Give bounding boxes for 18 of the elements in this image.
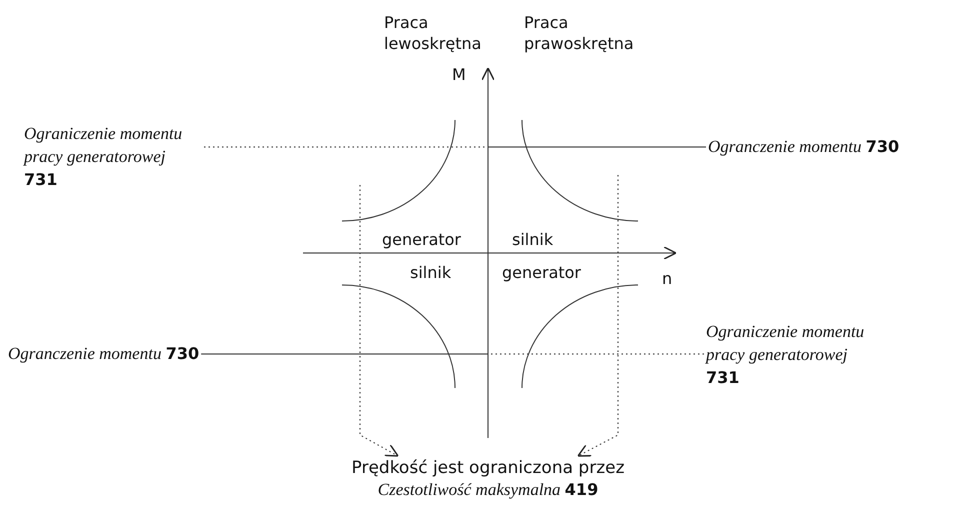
note-text: Prędkość jest ograniczona przez xyxy=(352,458,624,478)
axis-label: M xyxy=(452,64,466,85)
quadrant-label: generator xyxy=(382,229,462,250)
arrow xyxy=(577,174,618,457)
limit-label: Ogranczenie momentu 730 xyxy=(8,343,200,365)
quadrant-label: generator xyxy=(502,262,582,283)
arrow xyxy=(360,184,399,457)
limit-label: Ogranczenie momentu 730 xyxy=(708,136,900,158)
leader-line xyxy=(488,146,706,148)
quadrant-label: silnik xyxy=(512,229,554,250)
limit-label: Czestotliwość maksymalna 419 xyxy=(378,479,598,501)
limit-label: Ograniczenie momentu pracy generatorowej 731 xyxy=(706,321,866,389)
direction-label: Praca lewoskrętna xyxy=(384,12,482,54)
quadrant-label: silnik xyxy=(410,262,452,283)
torque-axis xyxy=(481,67,495,438)
limit-label: Ograniczenie momentu pracy generatorowej 731 xyxy=(24,123,184,191)
direction-label: Praca prawoskrętna xyxy=(524,12,635,54)
axis-label: n xyxy=(662,268,672,289)
